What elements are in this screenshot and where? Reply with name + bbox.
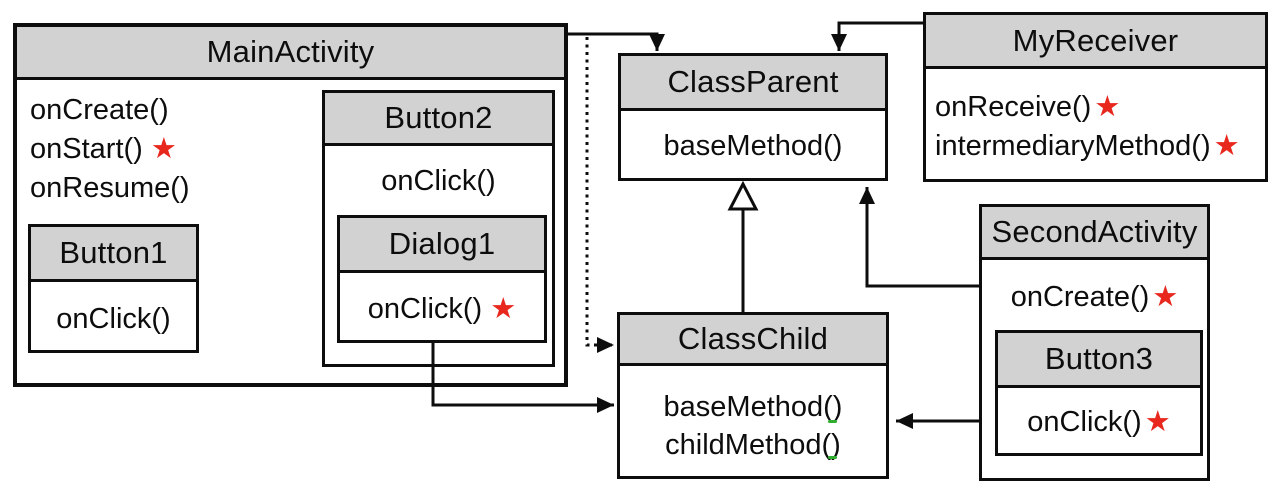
class-box-button2: Button2 onClick() Dialog1 onClick()★ (322, 90, 555, 367)
class-title: SecondActivity (991, 214, 1198, 249)
method-label: onClick() (381, 165, 496, 197)
class-box-classparent: ClassParent baseMethod() (618, 53, 888, 181)
star-icon: ★ (1152, 281, 1179, 313)
method-line: onClick()★ (998, 405, 1200, 439)
edge-mainactivity-to-classchild-dotted (585, 37, 614, 353)
class-title: Button3 (1044, 341, 1154, 376)
class-header-dialog1: Dialog1 (340, 218, 544, 273)
method-label: childMethod() (665, 429, 841, 461)
star-icon: ★ (1094, 91, 1121, 123)
class-title: MainActivity (206, 34, 375, 69)
class-box-secondactivity: SecondActivity onCreate()★ Button3 onCli… (979, 204, 1210, 481)
edge-mainactivity-to-classparent (568, 32, 665, 51)
class-box-button1: Button1 onClick() (28, 224, 199, 353)
method-list: onReceive()★ intermediaryMethod()★ (935, 88, 1240, 166)
inheritance-triangle-icon (727, 180, 759, 211)
method-line: onClick() (31, 302, 196, 336)
method-label: onStart() (30, 133, 143, 165)
class-header-secondactivity: SecondActivity (982, 207, 1207, 260)
class-title: Dialog1 (388, 226, 496, 261)
method-label: baseMethod() (663, 130, 843, 162)
class-header-button2: Button2 (325, 93, 552, 146)
class-header-classparent: ClassParent (621, 56, 885, 111)
method-line: onCreate() (30, 91, 190, 130)
method-label: intermediaryMethod() (935, 130, 1211, 162)
method-line: onCreate()★ (982, 280, 1207, 314)
method-line: baseMethod() (620, 388, 886, 426)
method-list: onCreate() onStart()★ onResume() (30, 91, 190, 208)
method-line: childMethod() (620, 426, 886, 464)
edge-myreceiver-to-classparent (831, 21, 923, 51)
method-label: onCreate() (1010, 281, 1150, 313)
method-line: onResume() (30, 169, 190, 208)
class-header-mainactivity: MainActivity (17, 27, 564, 80)
class-box-classchild: ClassChild baseMethod() childMethod() (617, 312, 889, 479)
method-line: onClick() (325, 164, 552, 198)
method-list: baseMethod() childMethod() (620, 388, 886, 464)
method-label: onClick() (1027, 406, 1142, 438)
method-line: onReceive()★ (935, 88, 1240, 127)
star-icon: ★ (1144, 406, 1171, 438)
class-header-myreceiver: MyReceiver (926, 15, 1265, 69)
class-title: Button2 (384, 100, 493, 135)
method-label: onCreate() (30, 94, 169, 126)
star-icon: ★ (490, 293, 517, 325)
method-label: onReceive() (935, 91, 1092, 123)
class-box-mainactivity: MainActivity onCreate() onStart()★ onRes… (13, 23, 568, 387)
method-label: onResume() (30, 172, 190, 204)
star-icon: ★ (150, 133, 177, 165)
star-icon: ★ (1213, 130, 1240, 162)
method-line: intermediaryMethod()★ (935, 127, 1240, 166)
class-title: MyReceiver (1012, 22, 1179, 58)
class-title: ClassParent (667, 64, 839, 99)
method-line: onStart()★ (30, 130, 190, 169)
class-header-classchild: ClassChild (620, 315, 886, 366)
class-title: ClassChild (677, 321, 829, 356)
method-label: onClick() (56, 303, 171, 335)
method-line: onClick()★ (340, 292, 544, 326)
class-header-button1: Button1 (31, 227, 196, 282)
method-label: onClick() (367, 293, 483, 325)
method-line: baseMethod() (621, 129, 885, 163)
class-box-dialog1: Dialog1 onClick()★ (337, 215, 547, 343)
class-title: Button1 (59, 235, 168, 270)
class-box-myreceiver: MyReceiver onReceive()★ intermediaryMeth… (923, 12, 1268, 182)
class-header-button3: Button3 (998, 333, 1200, 388)
edge-secondactivity-to-classparent (859, 187, 979, 288)
class-box-button3: Button3 onClick()★ (995, 330, 1203, 456)
method-label: baseMethod() (663, 391, 843, 423)
